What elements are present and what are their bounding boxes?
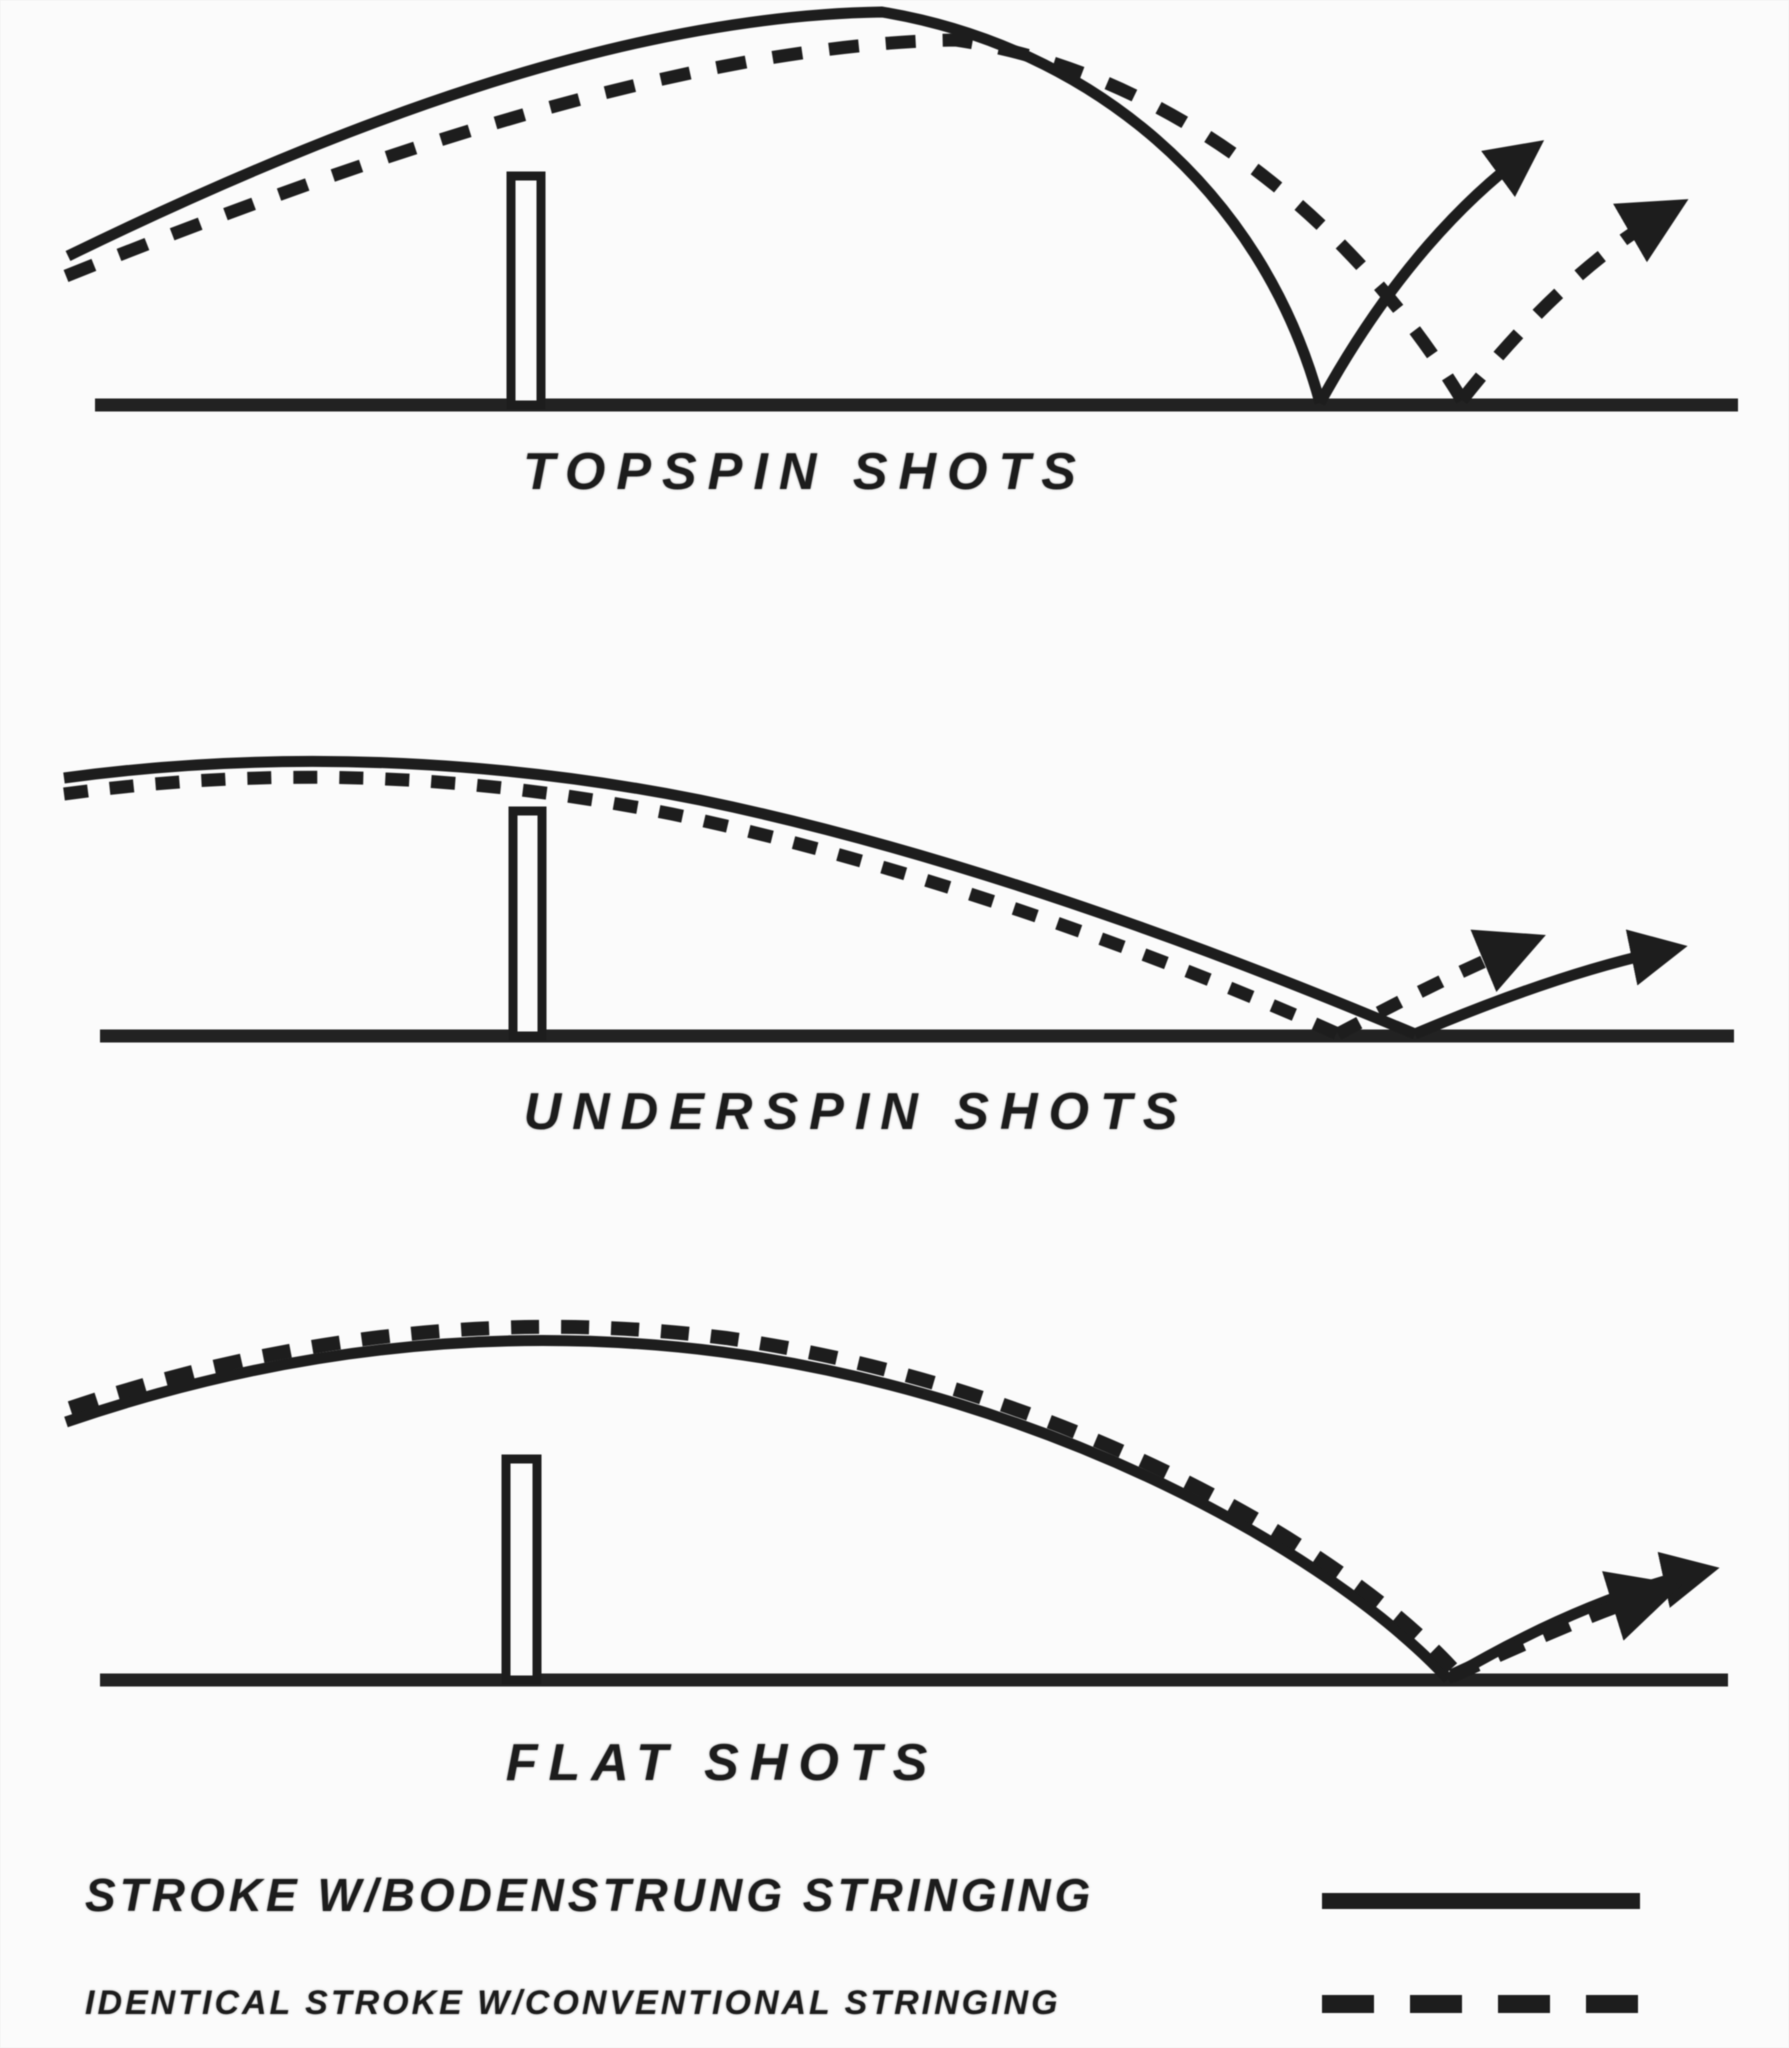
dashed-bounce-underspin	[1334, 929, 1546, 1040]
legend-label-conventional-stringing: IDENTICAL STROKE W/CONVENTIONAL STRINGIN…	[85, 1984, 1061, 2022]
legend-symbols	[1322, 1893, 1648, 2013]
solid-bounce-topspin	[1315, 140, 1545, 406]
dashed-trajectory-flat	[67, 1319, 1458, 1673]
panel-title-flat: FLAT SHOTS	[505, 1734, 939, 1792]
panel-title-underspin: UNDERSPIN SHOTS	[523, 1083, 1189, 1141]
solid-trajectory-underspin	[63, 755, 1418, 1040]
solid-bounce-flat	[1445, 1551, 1720, 1684]
panel-title-topspin: TOPSPIN SHOTS	[523, 443, 1087, 501]
net-topspin	[506, 171, 546, 410]
panel-underspin	[63, 755, 1734, 1043]
net-flat	[501, 1454, 542, 1685]
dashed-bounce-flat	[1449, 1571, 1683, 1683]
solid-trajectory-topspin	[65, 6, 1326, 405]
panel-topspin	[63, 6, 1738, 412]
net-underspin	[508, 806, 547, 1041]
panel-flat	[64, 1319, 1728, 1687]
dashed-trajectory-topspin	[63, 33, 1468, 404]
dashed-trajectory-underspin	[63, 770, 1341, 1040]
solid-trajectory-flat	[64, 1335, 1453, 1683]
dashed-bounce-topspin	[1456, 199, 1689, 405]
solid-bounce-underspin	[1412, 929, 1688, 1040]
legend-label-bodenstrung-stringing: STROKE W/BODENSTRUNG STRINGING	[85, 1869, 1095, 1921]
